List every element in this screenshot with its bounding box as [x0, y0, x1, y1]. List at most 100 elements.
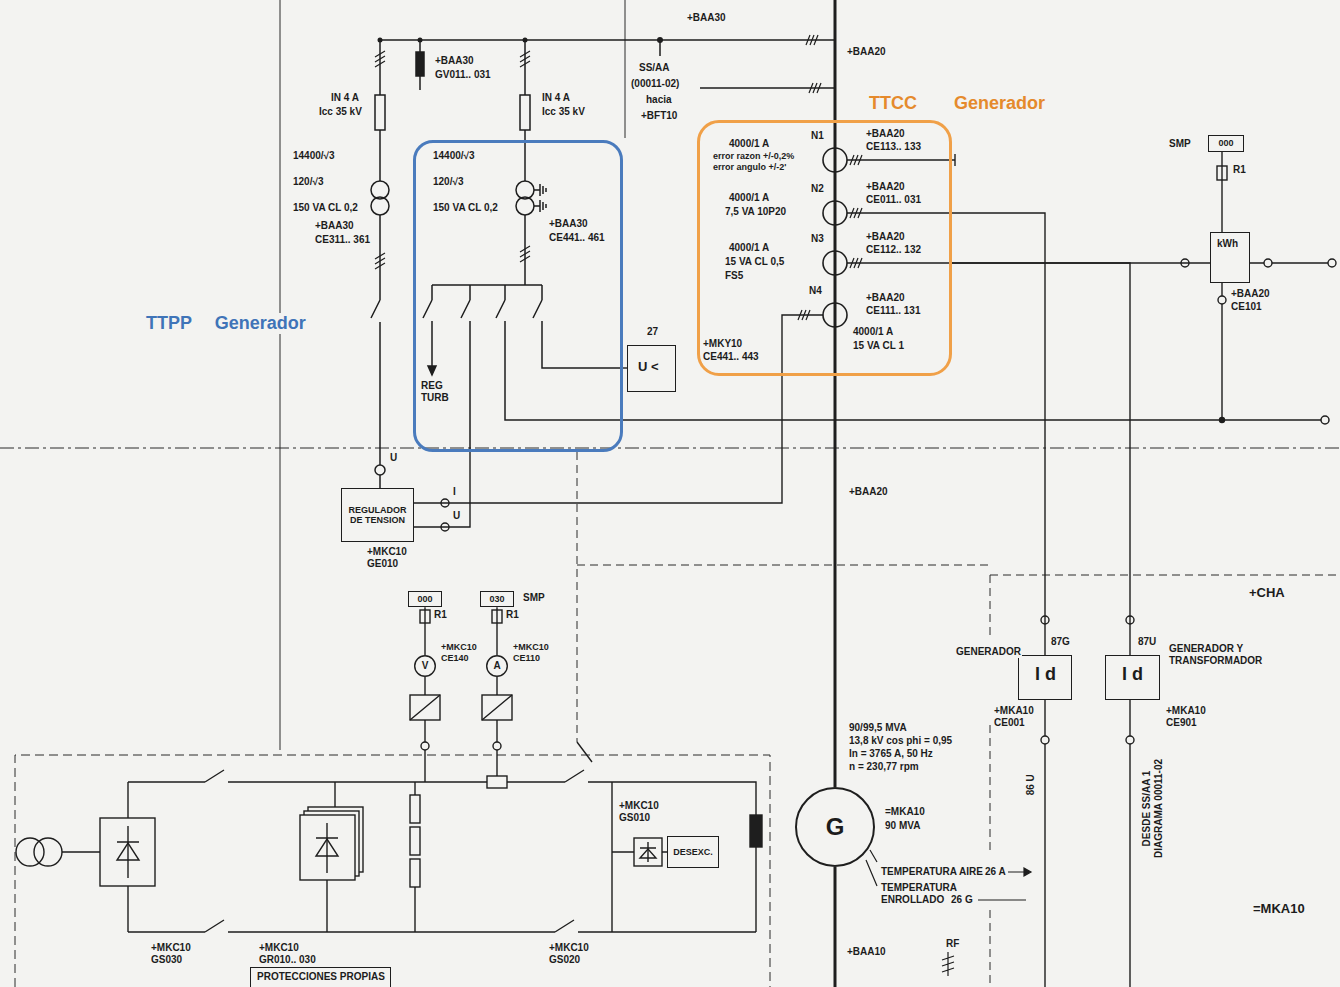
- generator-annotation: [866, 850, 1031, 976]
- smp-box: 000: [408, 591, 442, 607]
- node-text: error razon +/-0,2%: [712, 151, 795, 161]
- group-heading: TTCC Generador: [868, 93, 1046, 114]
- generator-annotation: [942, 952, 954, 976]
- node-text: +BAA20: [865, 292, 906, 304]
- annotation-label: SS/AA: [638, 62, 671, 74]
- excitation-circuit: [316, 839, 338, 856]
- differential-relay-box: 87GI d: [1018, 655, 1072, 700]
- circle-outline: [487, 656, 508, 677]
- annotation-label: 150 VA CL 0,2: [292, 202, 359, 214]
- annotation-label: Icc 35 kV: [318, 106, 363, 118]
- energy-meter-box: kWh: [1210, 232, 1250, 283]
- bus-wire: [806, 35, 821, 93]
- boundary-line: [577, 452, 990, 742]
- generator-annotation: [1024, 868, 1031, 876]
- node-text: 030: [488, 594, 505, 604]
- annotation-label: +MKY10: [702, 338, 743, 350]
- node-text: FS5: [724, 270, 744, 282]
- vt-group-box: TTPP Generador14400/√3120/√3150 VA CL 0,…: [413, 140, 623, 452]
- annotation-label: =MKA10: [884, 806, 926, 818]
- node-text: 4000/1 A: [728, 138, 770, 150]
- relay-wiring: [1045, 700, 1130, 987]
- annotation-label: CE140: [440, 653, 470, 663]
- node-text: N1: [810, 130, 825, 142]
- boundary-line: [990, 575, 1340, 987]
- annotation-label: 120/√3: [292, 176, 325, 188]
- annotation-label: +BAA30: [434, 55, 475, 67]
- annotation-label: +MKC10: [548, 942, 590, 954]
- wire-connector: [952, 213, 1045, 655]
- node-text: CE112.. 132: [865, 244, 922, 256]
- excitation-circuit: [16, 742, 762, 932]
- annotation-label: In = 3765 A, 50 Hz: [848, 748, 934, 760]
- annotation-label: hacia: [645, 94, 673, 106]
- ammeter-symbol: A: [486, 655, 508, 677]
- current-transformer-symbol: [798, 155, 862, 320]
- node-text: +BAA20: [865, 231, 906, 243]
- node-text: 7,5 VA 10P20: [724, 206, 787, 218]
- node-text: REGULADOR DE TENSION: [346, 505, 409, 526]
- smp-box: 000: [1208, 135, 1244, 151]
- meter-wiring: [1218, 296, 1226, 304]
- boundary-line: [280, 0, 625, 750]
- wire-connector: [1221, 152, 1222, 232]
- node-text: error angulo +/-2': [712, 162, 787, 172]
- bus-dot: [657, 37, 663, 43]
- node-text: kWh: [1216, 238, 1239, 250]
- voltage-transformer-symbol: [428, 366, 436, 375]
- bus-wire: [378, 40, 835, 88]
- current-transformer-symbol: [782, 154, 955, 376]
- annotation-label: Icc 35 kV: [541, 106, 586, 118]
- measurement-wiring: [410, 695, 512, 720]
- current-transformer-symbol: [823, 148, 847, 172]
- voltage-transformer-symbol: [423, 285, 1321, 452]
- voltage-transformer-symbol: [1321, 416, 1329, 424]
- node-text: CE011.. 031: [865, 194, 922, 206]
- wire-connector: [414, 376, 782, 503]
- annotation-label: GENERADOR: [955, 646, 1022, 658]
- annotation-label: +MKC10: [366, 546, 408, 558]
- annotation-label: R1: [433, 609, 448, 621]
- annotation-label: GE010: [366, 558, 399, 570]
- current-transformer-symbol: [823, 251, 847, 275]
- voltage-transformer-symbol: [375, 51, 385, 269]
- voltage-transformer-symbol: [375, 465, 385, 475]
- voltage-transformer-symbol: [371, 40, 1329, 488]
- annotation-label: IN 4 A: [541, 92, 571, 104]
- meter-wiring: [1328, 259, 1336, 267]
- boundary-line: [0, 448, 1340, 449]
- node-text: N4: [808, 285, 823, 297]
- voltage-transformer-symbol: [520, 95, 530, 130]
- annotation-label: +BFT10: [640, 110, 678, 122]
- excitation-circuit: [410, 859, 420, 887]
- annotation-label: CE901: [1165, 717, 1198, 729]
- group-heading: TTPP Generador: [145, 313, 307, 334]
- regulator-box: REGULADOR DE TENSION: [341, 488, 414, 542]
- annotation-label: n = 230,77 rpm: [848, 761, 920, 773]
- node-text: REG TURB: [420, 380, 452, 403]
- excitation-circuit: [640, 842, 656, 862]
- excitation-circuit: [128, 770, 756, 932]
- boundary-line: [15, 755, 770, 987]
- node-text: CE111.. 131: [865, 305, 922, 317]
- excitation-circuit: [410, 795, 420, 823]
- annotation-label: R1: [505, 609, 520, 621]
- excitation-circuit: [410, 827, 420, 855]
- excitation-circuit: [100, 818, 155, 886]
- voltage-transformer-symbol: [432, 40, 542, 285]
- node-text: 4000/1 A: [728, 192, 770, 204]
- excitation-circuit: [34, 838, 62, 866]
- node-text: 87G: [1050, 636, 1071, 648]
- wire-connector: [424, 607, 425, 655]
- annotation-label: +MKC10: [150, 942, 192, 954]
- annotation-label: 13,8 kV cos phi = 0,95: [848, 735, 953, 747]
- annotation-label: (00011-02): [630, 78, 680, 90]
- node-text: CE113.. 133: [865, 141, 922, 153]
- excitation-circuit: [750, 815, 762, 847]
- node-text: 15 VA CL 1: [852, 340, 905, 352]
- voltage-transformer-symbol: [520, 51, 530, 262]
- voltmeter-symbol: V: [414, 655, 436, 677]
- relay-wiring: [1041, 736, 1049, 744]
